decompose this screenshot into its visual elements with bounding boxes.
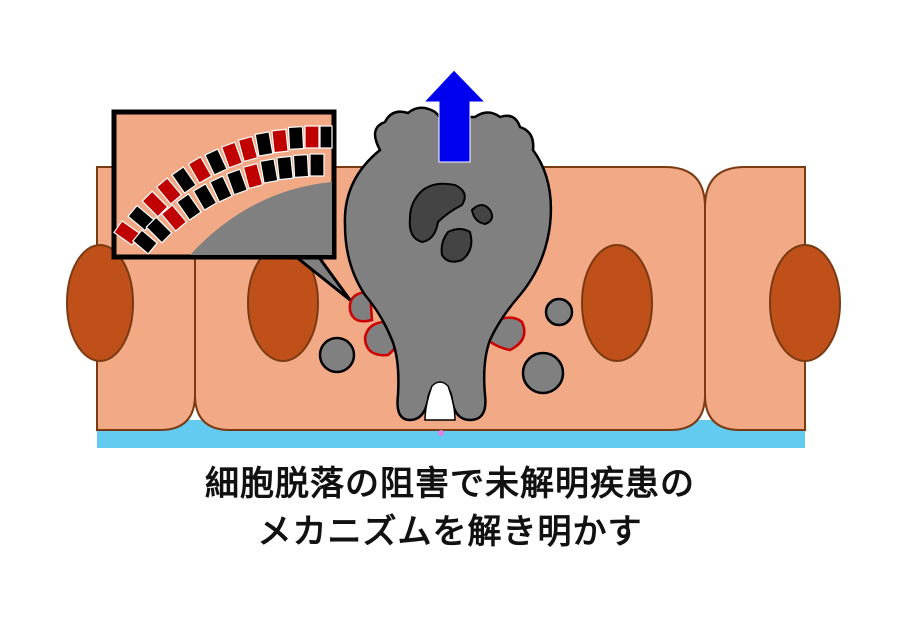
inset-magnification bbox=[111, 109, 352, 302]
actomyosin-blocks bbox=[113, 125, 333, 255]
extruding-cell-nucleus bbox=[408, 182, 494, 263]
extruding-cell bbox=[343, 106, 553, 422]
cell-nuclei bbox=[66, 244, 841, 362]
nucleus-right bbox=[769, 244, 841, 362]
extrusion-gap bbox=[424, 381, 456, 421]
nucleus-center-right bbox=[581, 244, 653, 362]
vesicles bbox=[318, 297, 574, 395]
junction-dot bbox=[438, 430, 444, 436]
caption-line-1: 細胞脱落の阻害で未解明疾患の bbox=[205, 464, 695, 504]
nucleus-left bbox=[66, 244, 134, 362]
arrow-up-icon bbox=[422, 69, 487, 163]
caption-line-2: メカニズムを解き明かす bbox=[257, 512, 643, 552]
